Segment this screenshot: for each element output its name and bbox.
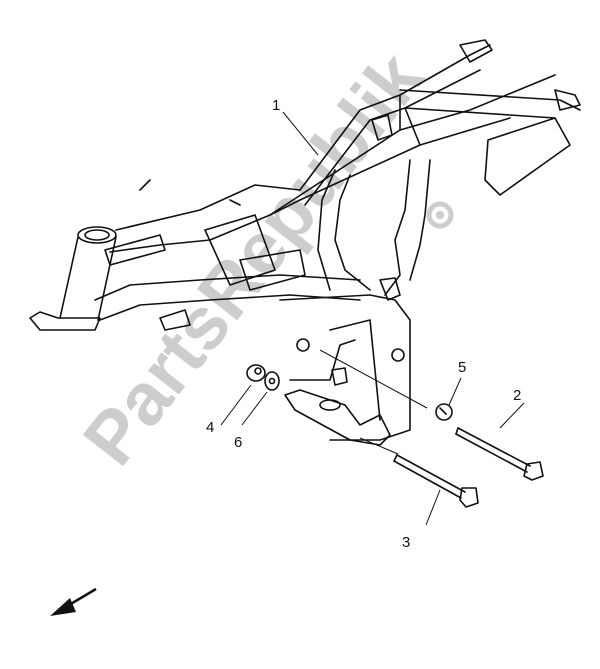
gear-icon xyxy=(426,201,454,229)
part-4-nut xyxy=(246,364,266,382)
callout-6: 6 xyxy=(234,434,242,451)
part-5-collar xyxy=(435,403,453,421)
alignment-lines xyxy=(319,349,428,455)
part-6-washer xyxy=(264,371,280,391)
main-frame xyxy=(94,39,581,331)
leader-lines xyxy=(220,111,525,526)
callout-1: 1 xyxy=(272,97,280,114)
watermark: PartsRepublik xyxy=(67,36,454,480)
part-2-bolt xyxy=(455,427,544,481)
arrow-down-left-icon xyxy=(50,587,97,616)
callout-2: 2 xyxy=(513,387,521,404)
callout-5: 5 xyxy=(458,359,466,376)
part-3-bolt xyxy=(393,454,479,508)
engine-mount-bracket xyxy=(279,294,411,446)
head-tube xyxy=(29,226,117,331)
callout-3: 3 xyxy=(402,534,410,551)
callout-4: 4 xyxy=(206,419,214,436)
